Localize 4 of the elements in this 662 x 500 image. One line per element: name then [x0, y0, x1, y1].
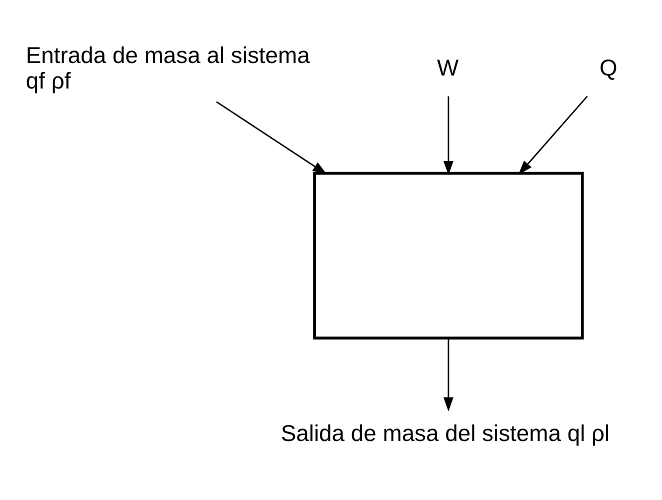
node-text: W: [436, 54, 459, 81]
node-text: Entrada de masa al sistema qf ρf: [26, 42, 310, 94]
node-text: Q: [600, 54, 618, 81]
node-text: Salida de masa del sistema ql ρl: [280, 420, 610, 446]
